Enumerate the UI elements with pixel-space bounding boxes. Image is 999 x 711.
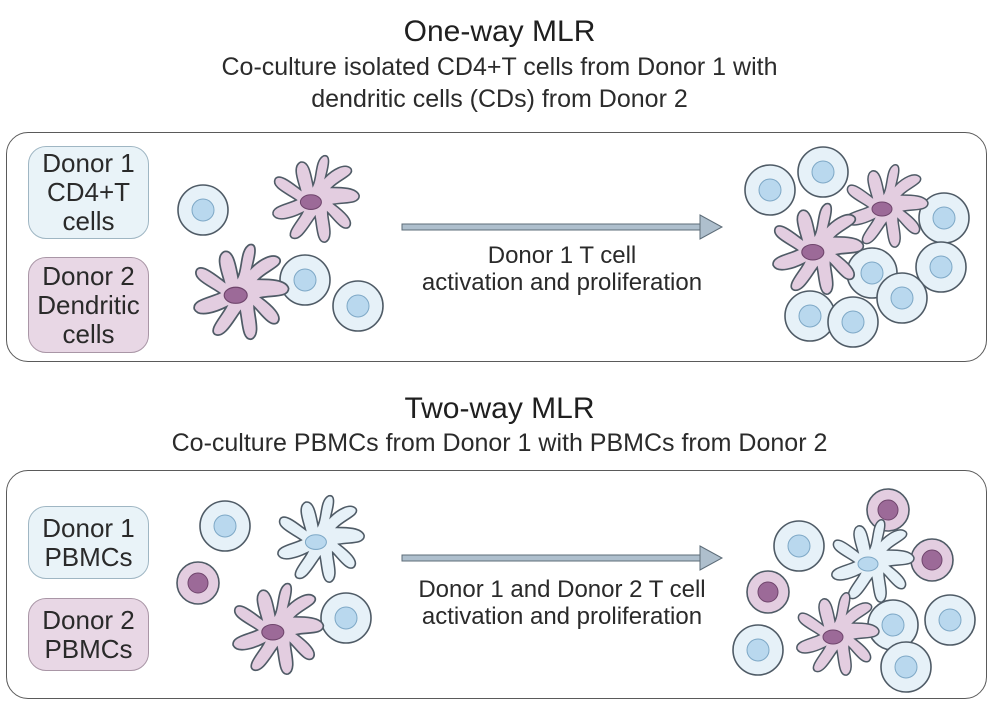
two-way-donor2-label: Donor 2 PBMCs [28,598,149,671]
one-way-donor2-text: Donor 2 Dendritic cells [37,260,140,349]
one-way-donor1-label: Donor 1 CD4+T cells [28,146,149,239]
one-way-arrow-caption: Donor 1 T cell activation and proliferat… [421,242,703,296]
one-way-title: One-way MLR [403,15,596,48]
one-way-subtitle-line-2: dendritic cells (CDs) from Donor 2 [311,85,688,113]
two-way-subtitle: Co-culture PBMCs from Donor 1 with PBMCs… [171,429,828,457]
two-way-title: Two-way MLR [404,392,595,425]
two-way-donor2-text: Donor 2 PBMCs [42,604,135,664]
two-way-donor1-text: Donor 1 PBMCs [42,512,135,572]
two-way-arrow-caption: Donor 1 and Donor 2 T cell activation an… [418,576,706,630]
two-way-donor1-label: Donor 1 PBMCs [28,506,149,579]
one-way-subtitle-line-1: Co-culture isolated CD4+T cells from Don… [221,53,778,81]
one-way-donor2-label: Donor 2 Dendritic cells [28,257,149,353]
one-way-donor1-text: Donor 1 CD4+T cells [42,148,135,236]
